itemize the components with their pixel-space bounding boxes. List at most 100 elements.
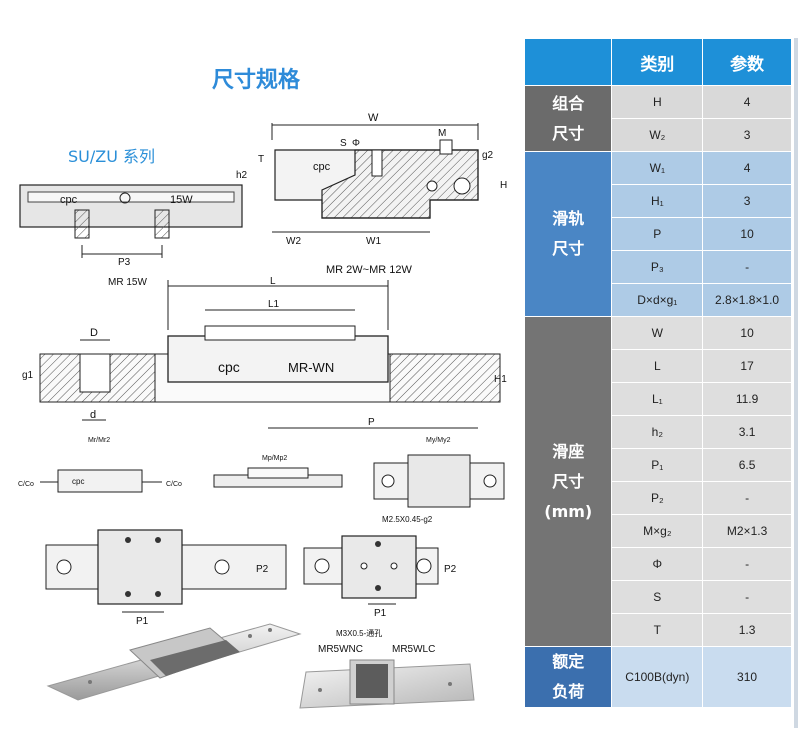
param-name: h₂ — [611, 415, 704, 449]
mr15w-label: MR 15W — [108, 277, 147, 288]
table-row: P₁ 6.5 — [525, 448, 792, 482]
param-name: S — [611, 580, 704, 614]
param-value: 11.9 — [702, 382, 792, 416]
dim-h: H — [500, 180, 507, 191]
moment-my: My/My2 — [426, 437, 451, 444]
table-row: 组合 尺寸 H 4 — [524, 85, 792, 152]
top-view-left: P1 P2 — [45, 529, 287, 627]
top-view-right: M2.5X0.45-g2 P1 P2 M3X0.5-通孔 — [303, 515, 457, 638]
main-side-view: L L1 cpc MR-WN D d g1 H1 P — [22, 276, 507, 429]
param-value: 6.5 — [702, 448, 792, 482]
dim-h2: h2 — [236, 170, 248, 181]
page-title: 尺寸规格 — [212, 68, 301, 93]
group-label-line: (mm) — [544, 501, 593, 521]
table-row: 滑轨 尺寸 W₁ 4 — [524, 151, 792, 317]
dim-h1: H1 — [494, 374, 507, 385]
dim-d-big: D — [90, 327, 98, 339]
param-value: 2.8×1.8×1.0 — [702, 283, 792, 317]
param-name: M×g₂ — [611, 514, 704, 548]
table-row: P₃ - — [525, 250, 792, 284]
param-value: 3 — [702, 118, 792, 152]
brand-cpc-section: cpc — [313, 161, 331, 173]
spec-table: 类别 参数 组合 尺寸 H 4 W₂ 3 滑轨 尺寸 — [524, 38, 792, 728]
load-brand: cpc — [72, 477, 84, 486]
param-value: 3.1 — [702, 415, 792, 449]
param-value: - — [702, 250, 792, 284]
brand-cpc-side: cpc — [218, 359, 240, 375]
dim-d-small: d — [90, 409, 96, 421]
dim-phi: Φ — [352, 138, 360, 149]
svg-text:cpc: cpc — [60, 194, 78, 206]
param-name: T — [611, 613, 704, 647]
group-label-line: 滑轨 — [552, 209, 585, 228]
series-label: SU/ZU 系列 — [68, 147, 156, 166]
param-name: H₁ — [611, 184, 704, 218]
moment-mr: Mr/Mr2 — [88, 437, 110, 444]
table-row: 滑座 尺寸 (mm) W 10 — [524, 316, 792, 647]
param-value: 310 — [702, 646, 792, 708]
dim-l1: L1 — [268, 299, 280, 310]
param-name: C100B(dyn) — [611, 646, 704, 708]
group-label-line: 组合 — [552, 93, 585, 113]
dim-p: P — [368, 417, 375, 428]
technical-drawing: cpc 15W P3 MR 15W W M S Φ T h2 g2 H — [18, 112, 507, 709]
table-row: S - — [525, 580, 792, 614]
param-value: 10 — [702, 217, 792, 251]
param-name: H — [611, 85, 704, 119]
table-row: L 17 — [525, 349, 792, 383]
mr5wnc-label: MR5WNC — [318, 644, 363, 655]
param-name: P₁ — [611, 448, 704, 482]
group-label-line: 尺寸 — [552, 123, 585, 143]
dim-s: S — [340, 138, 347, 149]
param-name: P₃ — [611, 250, 704, 284]
load-diagram: cpc Mr/Mr2 C/Co C/Co Mp/Mp2 My/My2 — [18, 437, 505, 508]
group-label-line: 滑座 — [552, 441, 585, 461]
table-row: L₁ 11.9 — [525, 382, 792, 416]
mr5wlc-label: MR5WLC — [392, 644, 435, 655]
dim-p2-left: P2 — [256, 564, 269, 575]
group-label-line: 负荷 — [552, 682, 585, 701]
param-name: L₁ — [611, 382, 704, 416]
group-label-line: 尺寸 — [552, 471, 585, 491]
header-blank — [524, 38, 613, 86]
table-row: M×g₂ M2×1.3 — [525, 514, 792, 548]
header-value: 参数 — [702, 38, 792, 86]
group-label-combined: 组合 尺寸 — [524, 85, 613, 152]
param-value: - — [702, 481, 792, 515]
table-row: H₁ 3 — [525, 184, 792, 218]
table-row: 额定 负荷 C100B(dyn) 310 — [524, 646, 792, 708]
cross-section-view: W M S Φ T h2 g2 H cpc W2 W1 MR 2W~MR 12W — [236, 112, 507, 276]
dim-m: M — [438, 128, 446, 139]
mr2w12w-label: MR 2W~MR 12W — [326, 264, 412, 276]
param-value: 4 — [702, 85, 792, 119]
dim-w: W — [368, 112, 379, 124]
load-c-left: C/Co — [18, 481, 34, 488]
table-row: T 1.3 — [525, 613, 792, 647]
param-value: 3 — [702, 184, 792, 218]
dim-p2-right: P2 — [444, 564, 457, 575]
table-row: h₂ 3.1 — [525, 415, 792, 449]
table-row: W₂ 3 — [525, 118, 792, 152]
dim-w1: W1 — [366, 236, 381, 247]
param-value: 10 — [702, 316, 792, 350]
table-header-row: 类别 参数 — [524, 38, 792, 86]
dim-p1-left: P1 — [136, 616, 149, 627]
param-name: Φ — [611, 547, 704, 581]
dim-l: L — [270, 276, 276, 287]
group-label-block: 滑座 尺寸 (mm) — [524, 316, 613, 647]
param-name: P — [611, 217, 704, 251]
param-value: - — [702, 547, 792, 581]
param-name: D×d×g₁ — [611, 283, 704, 317]
product-photo-left — [46, 623, 302, 701]
model-mrwn: MR-WN — [288, 360, 334, 375]
param-name: W — [611, 316, 704, 350]
dim-t: T — [258, 154, 264, 165]
load-c-right: C/Co — [166, 481, 182, 488]
dim-g2: g2 — [482, 150, 494, 161]
group-label-line: 尺寸 — [552, 239, 585, 258]
moment-mp: Mp/Mp2 — [262, 455, 287, 462]
param-name: L — [611, 349, 704, 383]
svg-text:15W: 15W — [170, 194, 193, 206]
param-value: 4 — [702, 151, 792, 185]
param-name: P₂ — [611, 481, 704, 515]
